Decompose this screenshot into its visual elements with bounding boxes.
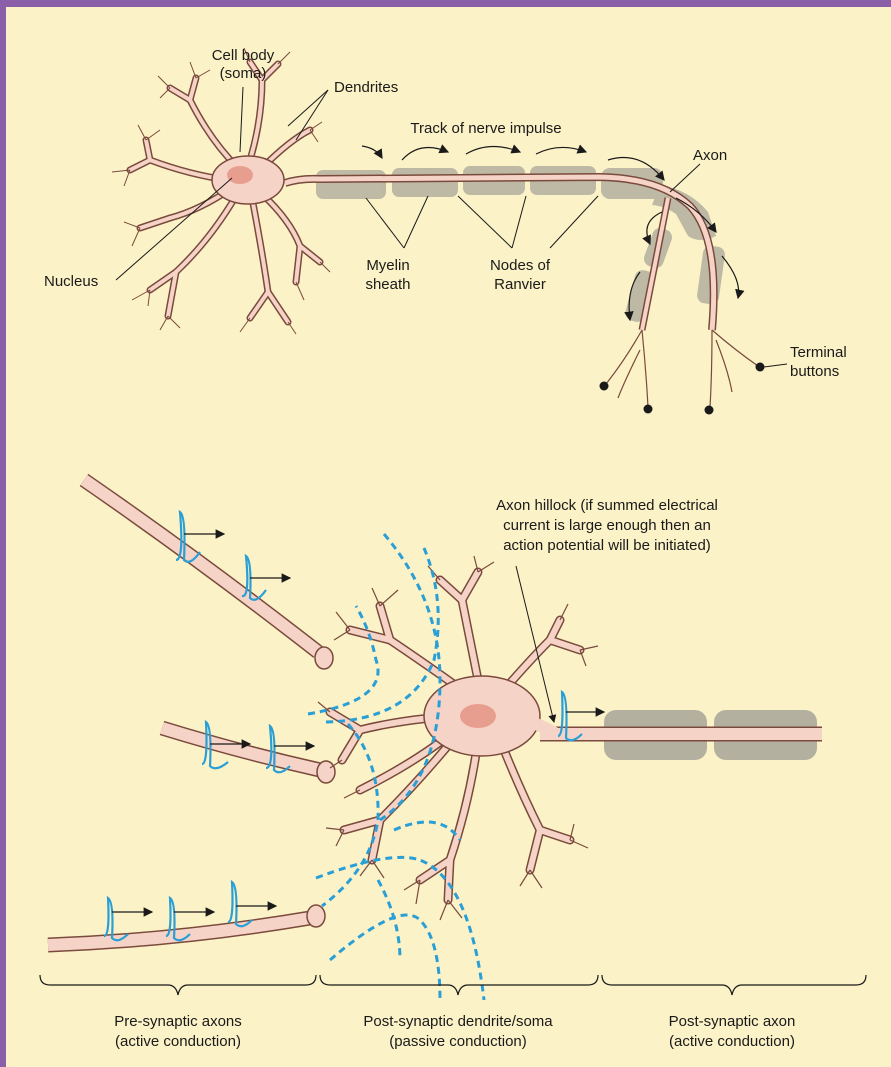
terminal-label: Terminal <box>790 344 847 361</box>
bottom-nucleus <box>460 704 496 728</box>
post-axon-label: Post-synaptic axon <box>669 1013 796 1030</box>
cell-body-label: Cell body <box>212 47 275 64</box>
nodes-label-2: Ranvier <box>494 276 546 293</box>
hillock-label-2: current is large enough then an <box>503 517 711 534</box>
myelin-label-2: sheath <box>365 276 410 293</box>
post-dendrite-sublabel: (passive conduction) <box>389 1033 527 1050</box>
hillock-label-1: Axon hillock (if summed electrical <box>496 497 718 514</box>
region-labels: Pre-synaptic axons (active conduction) P… <box>114 1013 795 1050</box>
post-axon-sublabel: (active conduction) <box>669 1033 795 1050</box>
track-label: Track of nerve impulse <box>410 120 561 137</box>
nodes-label: Nodes of <box>490 257 551 274</box>
terminal-label-2: buttons <box>790 363 839 380</box>
pre-synaptic-sublabel: (active conduction) <box>115 1033 241 1050</box>
hillock-label-3: action potential will be initiated) <box>503 537 711 554</box>
cell-body-label-2: (soma) <box>220 65 267 82</box>
post-dendrite-label: Post-synaptic dendrite/soma <box>363 1013 553 1030</box>
pre-synaptic-label: Pre-synaptic axons <box>114 1013 242 1030</box>
top-neuron: Cell body (soma) Dendrites Track of nerv… <box>44 47 847 415</box>
terminal-buttons <box>600 363 765 415</box>
dendrites-label: Dendrites <box>334 79 398 96</box>
region-braces <box>40 975 866 995</box>
myelin-label: Myelin <box>366 257 409 274</box>
nucleus-label: Nucleus <box>44 273 98 290</box>
bottom-neuron: Axon hillock (if summed electrical curre… <box>48 480 822 1000</box>
top-nucleus <box>227 166 253 184</box>
synaptic-boutons <box>307 647 335 927</box>
axon-label: Axon <box>693 147 727 164</box>
